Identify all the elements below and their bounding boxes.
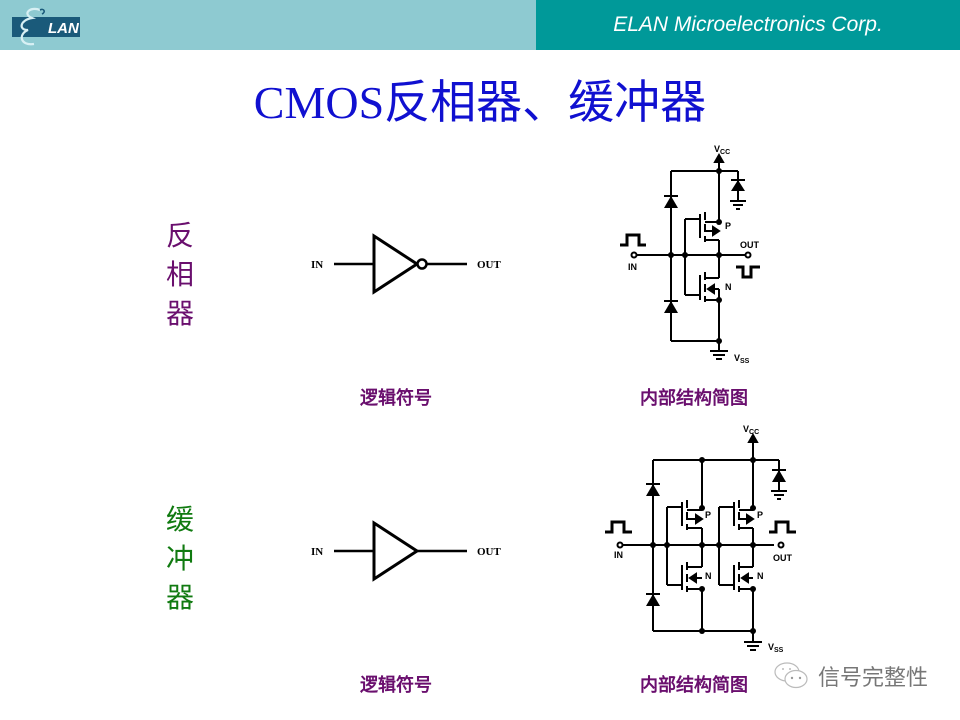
buffer-vss-label: VSS: [768, 642, 784, 654]
inverter-side-label: 反 相 器: [160, 216, 200, 333]
inverter-circuit-in-label: IN: [628, 262, 637, 272]
inverter-n-label: N: [725, 282, 732, 292]
buffer-vcc-label: VCC: [743, 424, 759, 436]
elan-logo-icon: LAN: [12, 7, 80, 46]
side-char: 相: [165, 258, 194, 291]
inverter-vss-label: VSS: [734, 353, 750, 365]
watermark-text: 信号完整性: [818, 666, 929, 691]
company-name: ELAN Microelectronics Corp.: [613, 13, 883, 36]
page-title: CMOS反相器、缓冲器: [253, 77, 707, 128]
buffer-symbol: [334, 520, 467, 582]
side-char: 缓: [165, 503, 194, 536]
side-char: 器: [165, 297, 194, 330]
buffer-circuit-in-label: IN: [614, 550, 623, 560]
header-left-band: [0, 0, 536, 50]
buffer-p1-label: P: [705, 510, 711, 520]
buffer-n2-label: N: [757, 571, 764, 581]
inverter-circuit-out-label: OUT: [740, 240, 760, 250]
buffer-n1-label: N: [705, 571, 712, 581]
buffer-symbol-caption: 逻辑符号: [360, 675, 432, 696]
inverter-out-label: OUT: [477, 259, 502, 271]
buffer-circuit-out-label: OUT: [773, 553, 793, 563]
inverter-symbol: [334, 233, 467, 295]
buffer-p2-label: P: [757, 510, 763, 520]
inverter-in-label: IN: [311, 259, 323, 271]
buffer-circuit: [605, 432, 796, 651]
inverter-circuit: [620, 152, 760, 360]
side-char: 冲: [165, 542, 194, 575]
inverter-circuit-caption: 内部结构简图: [640, 388, 748, 409]
buffer-in-label: IN: [311, 546, 323, 558]
logo-text: LAN: [48, 20, 80, 37]
inverter-symbol-caption: 逻辑符号: [360, 388, 432, 409]
buffer-side-label: 缓 冲 器: [160, 500, 200, 617]
buffer-circuit-caption: 内部结构简图: [640, 675, 748, 696]
side-char: 反: [165, 219, 194, 252]
wechat-icon: [774, 662, 808, 689]
header-right-band: ELAN Microelectronics Corp.: [536, 0, 960, 50]
buffer-out-label: OUT: [477, 546, 502, 558]
inverter-p-label: P: [725, 221, 731, 231]
watermark: 信号完整性: [772, 660, 928, 692]
inverter-vcc-label: VCC: [714, 144, 730, 156]
side-char: 器: [165, 581, 194, 614]
